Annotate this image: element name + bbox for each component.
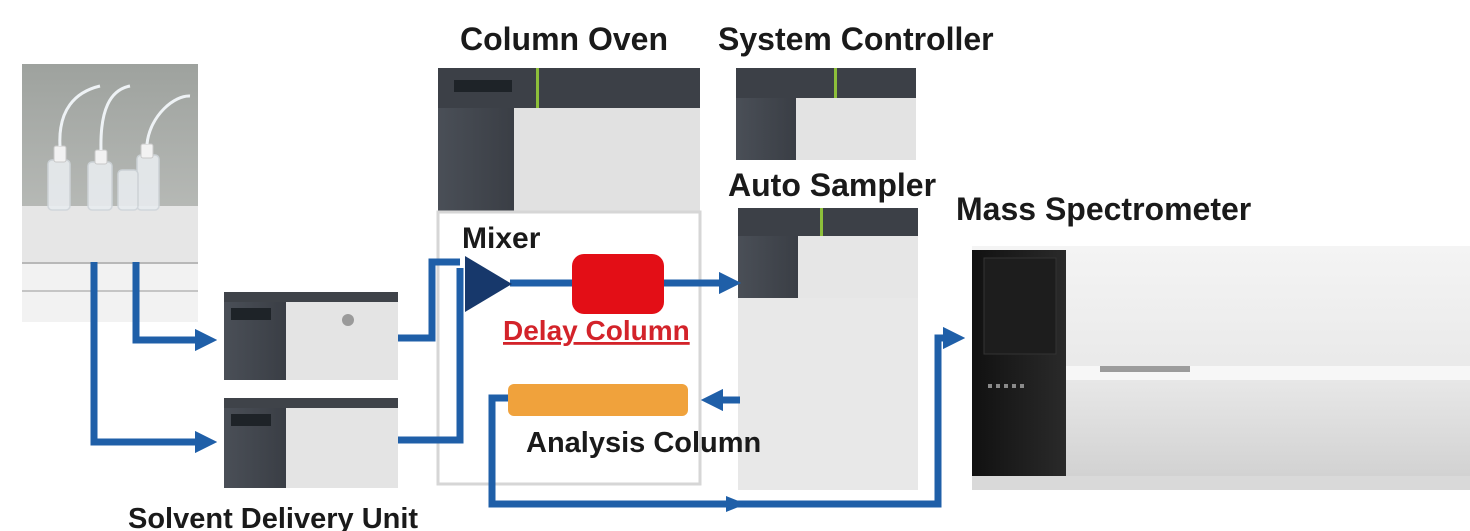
flow-line-bottle-to-pump-1 [132,262,218,352]
mixer-icon [465,256,512,312]
analysis-column-label: Analysis Column [526,427,761,459]
labels: Column Oven System Controller Auto Sampl… [128,21,1251,531]
delay-column-icon [572,254,664,314]
column-oven [436,68,702,486]
mixer-label: Mixer [462,222,541,255]
flow-arrowheads [726,496,746,512]
system-controller-label: System Controller [718,21,994,57]
solvent-delivery-unit-2 [224,398,398,488]
system-controller [736,68,916,160]
solvent-reservoir-tray [22,64,198,322]
auto-sampler [738,208,918,490]
mass-spectrometer [972,246,1470,490]
delay-column-label: Delay Column [503,315,690,346]
flow-line-analysis-to-ms [488,326,966,508]
solvent-delivery-unit-1 [224,292,398,380]
solvent-delivery-unit-label: Solvent Delivery Unit [128,503,418,531]
flow-line-bottle-to-pump-2 [90,262,218,454]
analysis-column-icon [508,384,688,416]
mass-spectrometer-label: Mass Spectrometer [956,191,1251,227]
flow-lines [90,258,966,508]
flow-line-pump-1-to-mixer [398,258,460,342]
auto-sampler-label: Auto Sampler [728,167,936,203]
flow-line-pump-2-to-mixer [398,268,464,444]
column-oven-label: Column Oven [460,21,668,57]
arrow-to-ms-bottom [726,496,746,512]
